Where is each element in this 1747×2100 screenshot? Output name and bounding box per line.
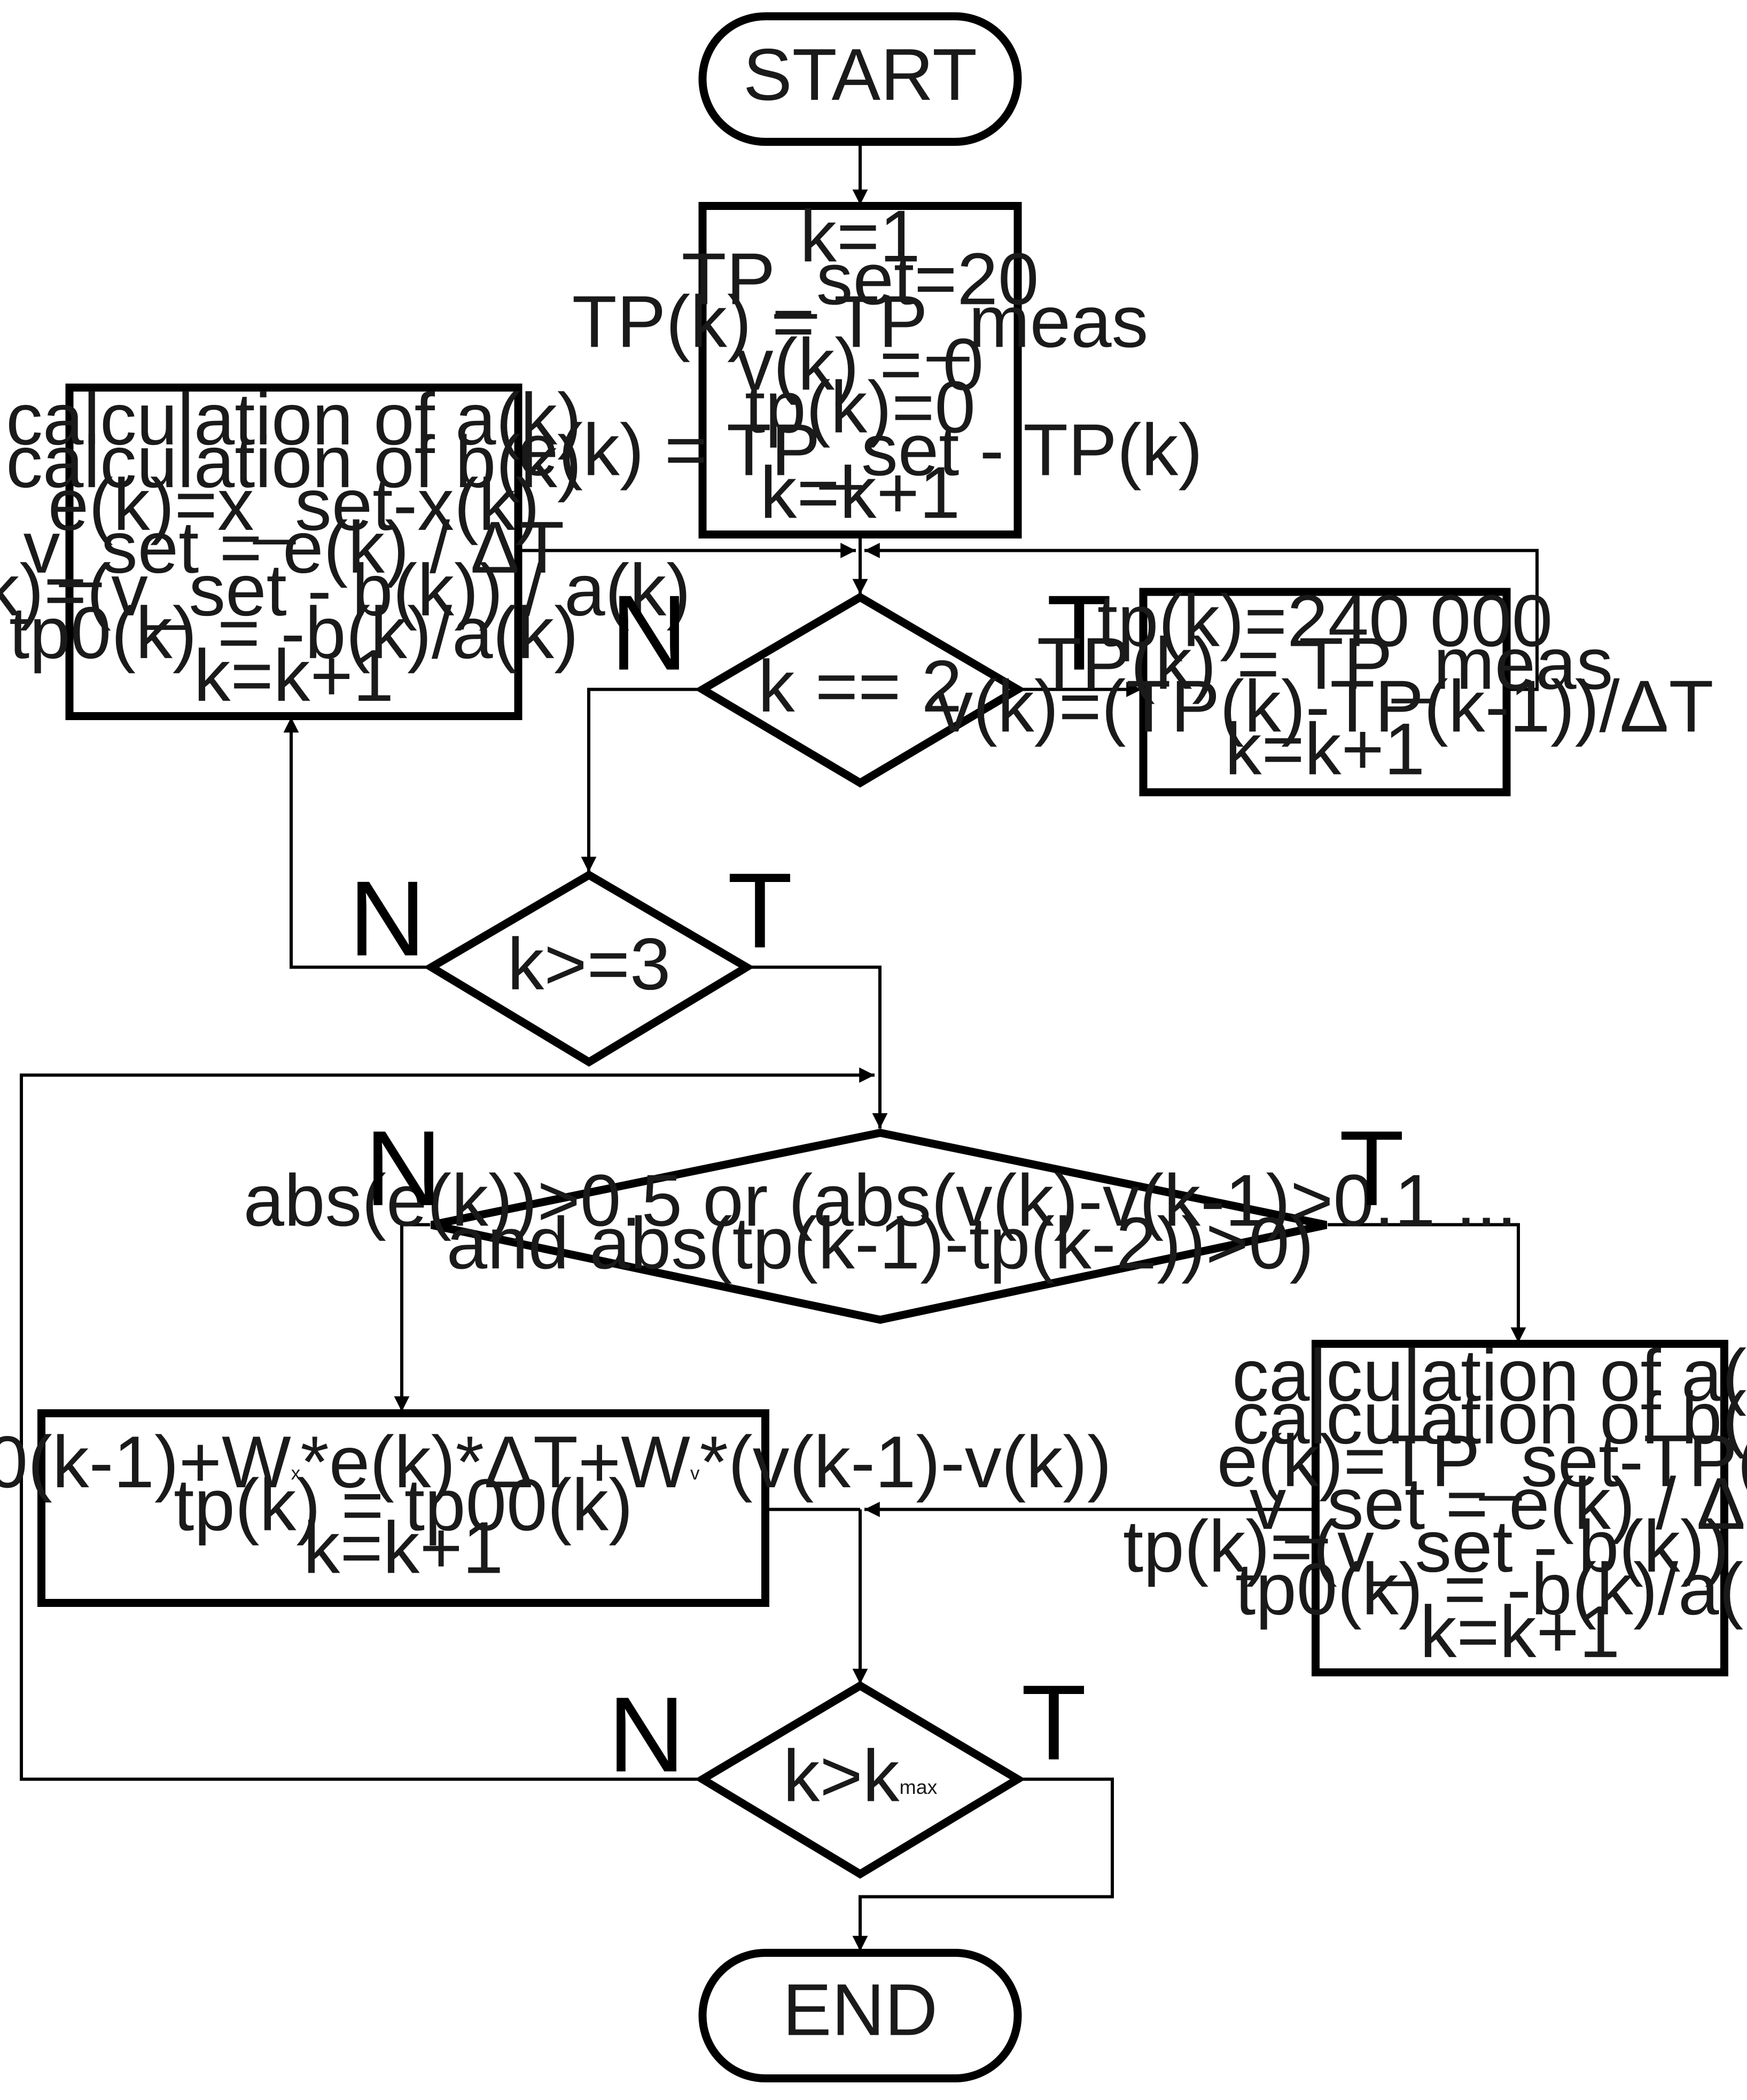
init-line: tp(k)=0 [745,366,976,448]
arrow-k3-yes-to-main [746,965,888,1129]
calc-left-line: tp0(k) = -b(k)/a(k) [9,592,579,674]
init-line: v(k) = 0 [737,324,984,405]
calc-left-line: e(k)=x_set-x(k) [48,464,540,546]
decision-kmax-no-label: N [608,1675,685,1794]
arrow-main-yes-to-calc-right [1328,1223,1526,1343]
update-line3: k=k+1 [303,1507,504,1589]
calc-left-line: v_set = e(k) / ΔT [24,507,565,589]
decision-k-ge-3: k>=3 N T [349,851,793,1067]
update-process-box: tp0(k)=tp0(k-1)+Wx*e(k)*ΔT+Wv*(v(k-1)-v(… [0,1409,1112,1607]
decision-kmax-label: k>kmax [783,1736,938,1817]
init-line: k=k+1 [760,452,961,534]
decision-main-line1: abs(e(k))>0.5 or (abs(v(k)-v(k-1)>0.1 ..… [244,1160,1517,1242]
decision-main-line2: and abs(tp(k-1)-tp(k-2))>0) [447,1203,1314,1284]
calc-right-process-box: calculation of a(k) calculation of b(k) … [1123,1335,1747,1676]
update-line1: tp0(k)=tp0(k-1)+Wx*e(k)*ΔT+Wv*(v(k-1)-v(… [0,1422,1112,1503]
arrow-k2-true-loop-back [864,543,1539,691]
arrow-k2-no-to-k3 [581,688,703,872]
k2-true-line: TP(k) = TP_meas [1037,623,1613,705]
decision-main-yes-label: T [1339,1109,1404,1228]
calc-right-line: k=k+1 [1420,1591,1620,1673]
calc-right-line: tp0(k) = -b(k)/a(k) [1235,1549,1747,1630]
start-terminal: START [698,12,1022,146]
decision-k3-label: k>=3 [508,924,671,1005]
connectors [20,142,1539,1951]
decision-k-gt-kmax: k>kmax N T [608,1663,1087,1879]
init-line: TP(k) = TP_meas [572,281,1149,363]
calc-left-line: tp(k)=(v_set - b(k)) / a(k) [0,550,691,631]
decision-kmax-yes-label: T [1021,1663,1086,1782]
decision-k3-yes-label: T [727,851,792,970]
decision-k-equals-2: k == 2 N T [611,573,1112,788]
k2-true-line: k=k+1 [1225,708,1425,790]
start-label: START [743,34,977,116]
arrow-kmax-yes-to-end [852,1777,1114,1951]
decision-k3-no-label: N [349,859,426,978]
arrow-k3-no-to-calc-left [283,717,432,969]
calc-right-line: e(k)=TP_set-TP(k) [1217,1420,1747,1502]
arrow-main-no-to-update [394,1223,431,1412]
update-line2: tp(k) = tp00(k) [174,1464,633,1546]
calc-right-line: calculation of b(k) [1232,1378,1747,1459]
calc-right-line: calculation of a(k) [1232,1335,1747,1417]
end-label: END [783,1969,938,2051]
init-line: k=1 [800,196,921,277]
init-line: e(k) = TP_set - TP(k) [518,409,1203,491]
k2-true-line: v(k)=(TP(k)-TP(k-1))/ΔT [936,666,1713,747]
calc-left-line: k=k+1 [194,635,394,717]
init-process-box: k=1 TP_set=20 TP(k) = TP_meas v(k) = 0 t… [518,196,1203,539]
calc-left-line: calculation of b(k) [6,421,582,503]
calc-left-line: calculation of a(k) [6,379,582,460]
init-line: TP_set=20 [682,238,1039,320]
calc-left-process-box: calculation of a(k) calculation of b(k) … [0,379,691,720]
calc-right-line: v_set = e(k) / ΔT [1250,1463,1747,1545]
decision-k2-no-label: N [611,573,688,692]
decision-main-condition: abs(e(k))>0.5 or (abs(v(k)-v(k-1)>0.1 ..… [244,1109,1517,1324]
k2-true-line: tp(k)=240 000 [1097,580,1553,662]
decision-k2-yes-label: T [1047,573,1112,692]
decision-k2-label: k == 2 [758,646,962,728]
end-terminal: END [698,1949,1022,2082]
k2-true-process-box: tp(k)=240 000 TP(k) = TP_meas v(k)=(TP(k… [936,580,1714,797]
arrow-kmax-no-loop-back [20,1067,875,1781]
calc-right-line: tp(k)=(v_set - b(k)) / a(k) [1123,1506,1747,1588]
decision-main-no-label: N [365,1109,442,1228]
